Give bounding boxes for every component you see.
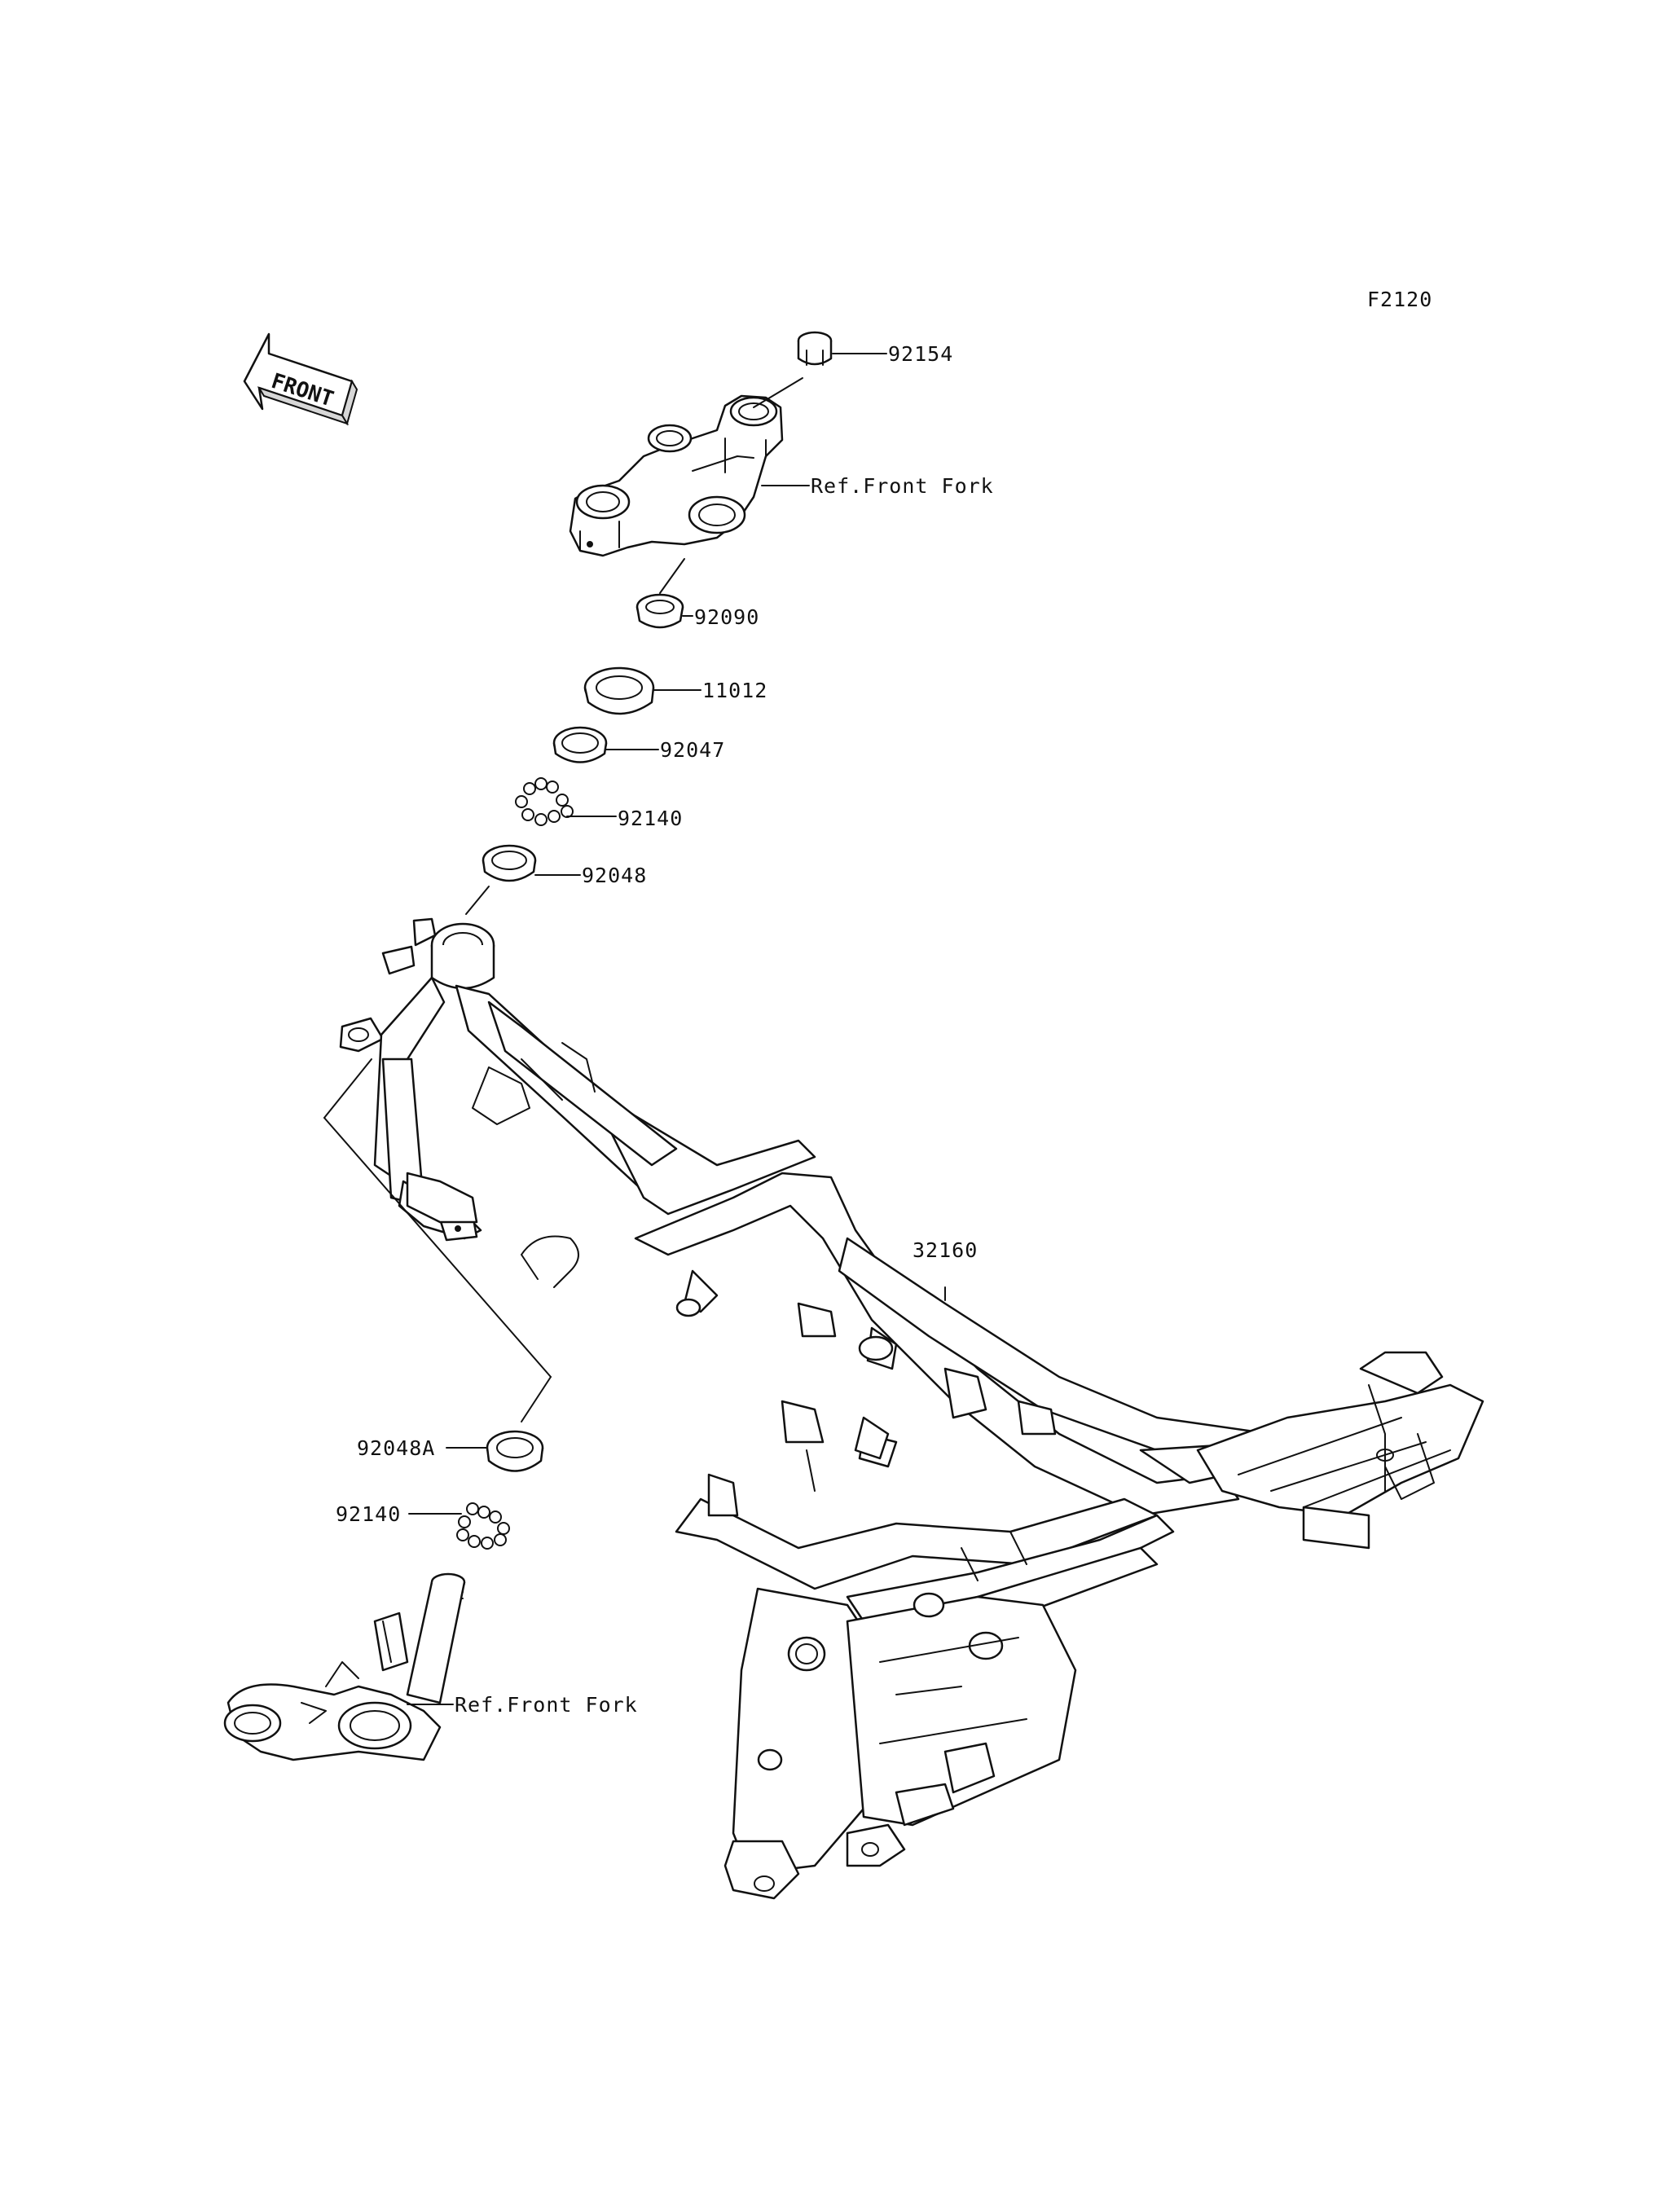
balls-92140-lower-icon xyxy=(456,1502,510,1550)
callout-ref-front-fork-lower: Ref.Front Fork xyxy=(455,1693,638,1717)
leader-head-to-92048A-b xyxy=(323,1117,552,1378)
nut-92154-icon xyxy=(797,331,833,366)
leader-92048-to-head xyxy=(465,886,490,915)
callout-92154: 92154 xyxy=(888,342,954,366)
callout-92047: 92047 xyxy=(660,738,726,762)
leader-head-to-92048A-a xyxy=(323,1058,372,1119)
part-92048A-icon xyxy=(486,1430,544,1472)
leader-92090-up xyxy=(659,558,685,594)
leader-head-to-92048A-c xyxy=(521,1376,552,1422)
callout-92140-lower: 92140 xyxy=(336,1502,402,1526)
callout-92140-upper: 92140 xyxy=(618,807,684,830)
front-direction-arrow-icon: FRONT xyxy=(243,332,358,426)
upper-triple-clamp-icon xyxy=(569,394,784,557)
main-frame-32160-icon xyxy=(339,917,1484,1900)
part-92090-icon xyxy=(635,593,684,629)
callout-92048A: 92048A xyxy=(357,1436,436,1460)
part-11012-icon xyxy=(583,666,655,715)
leader-92154-to-clamp xyxy=(753,377,803,408)
callout-11012: 11012 xyxy=(702,679,768,702)
balls-92140-upper-icon xyxy=(515,777,574,826)
figure-code: F2120 xyxy=(1367,288,1433,311)
callout-92048: 92048 xyxy=(582,864,648,887)
part-92047-icon xyxy=(552,726,608,763)
callout-ref-front-fork-upper: Ref.Front Fork xyxy=(811,474,994,498)
part-92048-icon xyxy=(482,844,537,882)
callout-92090: 92090 xyxy=(694,605,760,629)
callout-32160: 32160 xyxy=(913,1238,979,1262)
steering-stem-icon xyxy=(223,1572,466,1761)
